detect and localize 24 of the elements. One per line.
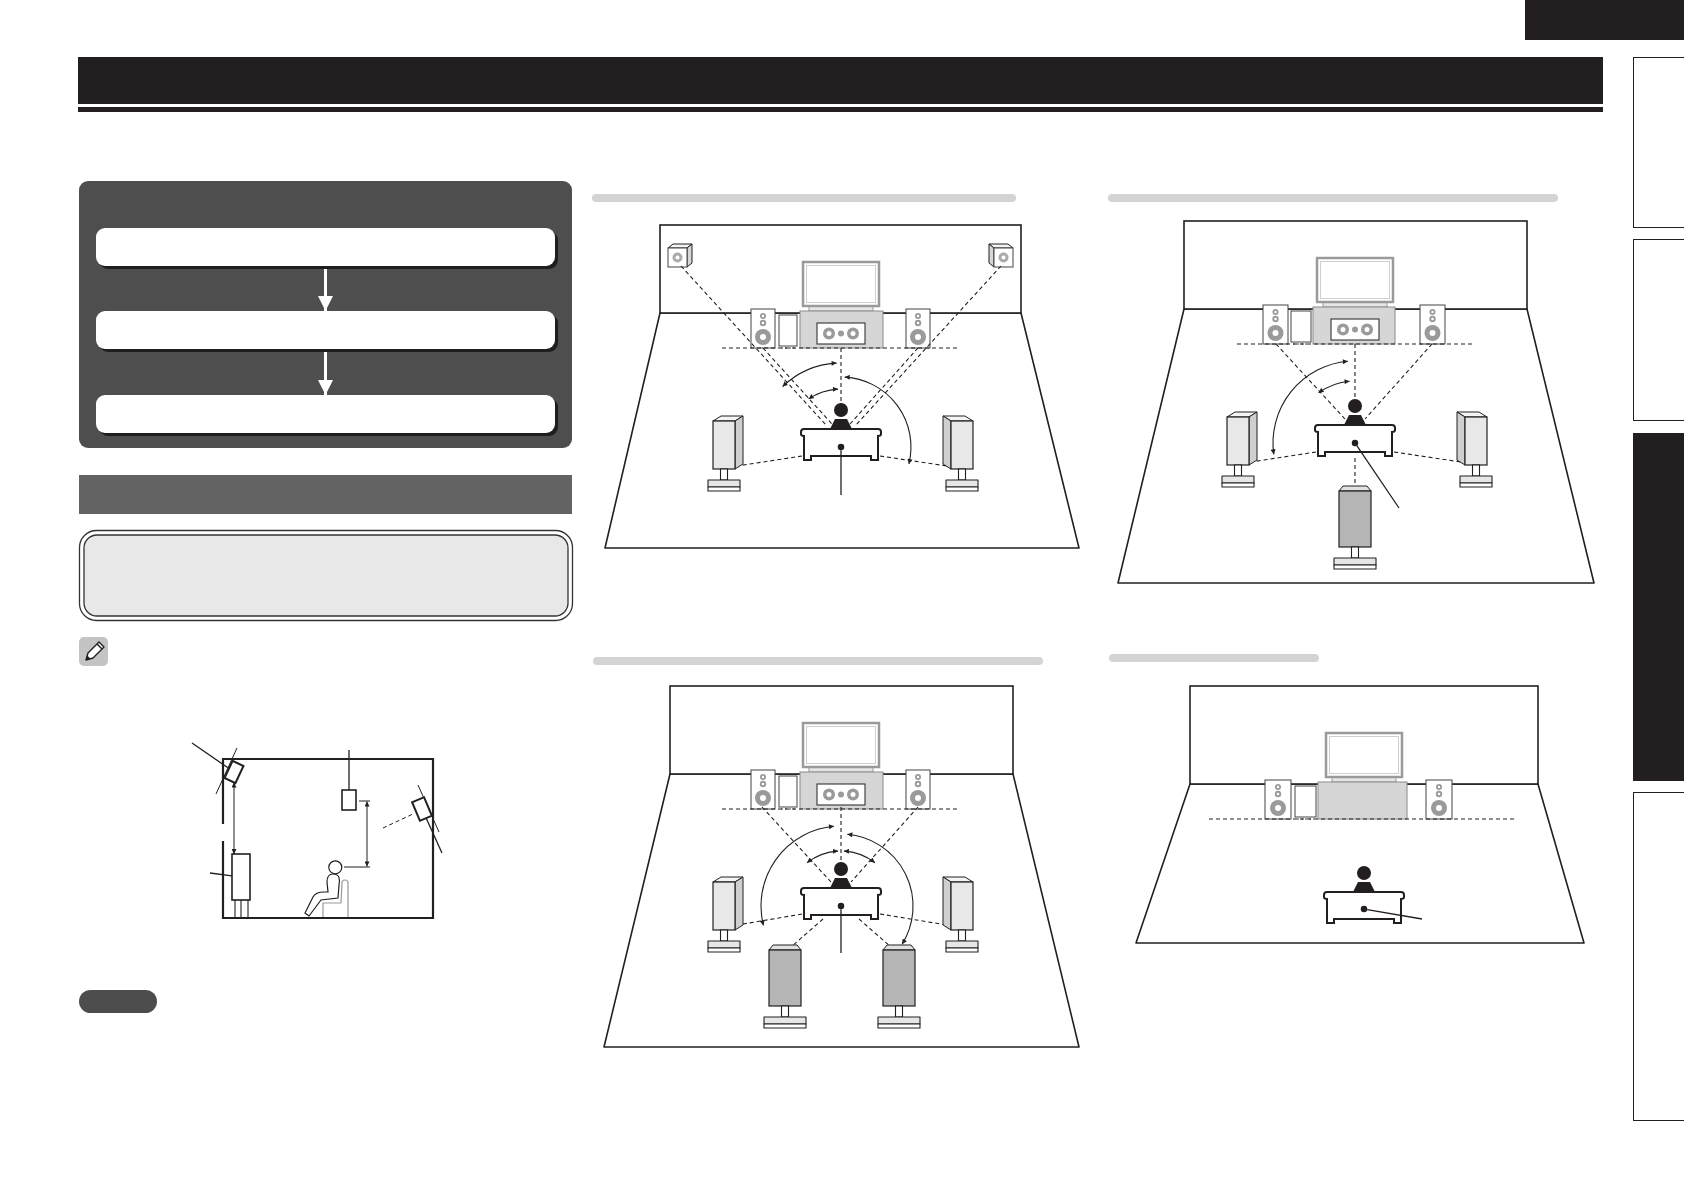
listening-position-dot [1351,439,1359,447]
speaker [231,853,251,919]
leader-line [209,872,233,877]
double-headed-arrow [231,782,237,855]
step-box [96,228,558,269]
leader-line [425,817,443,854]
leader-line [840,449,842,496]
leader-line [348,749,350,791]
step-box [96,395,558,436]
speaker [341,789,357,811]
side-tab [1633,239,1684,421]
label-pill [79,990,157,1013]
leader-line [1356,445,1400,509]
leader-line [840,908,842,954]
listening-position-dot [837,443,845,451]
side-tab [1633,792,1684,1121]
section-heading-band [79,475,572,514]
listening-position-dot [837,902,845,910]
listening-position-dot [1360,905,1368,913]
leader-line [191,742,230,770]
title-bar [78,57,1603,104]
active-side-tab [1633,433,1684,781]
step-box [96,311,558,352]
side-tab [1633,57,1684,228]
